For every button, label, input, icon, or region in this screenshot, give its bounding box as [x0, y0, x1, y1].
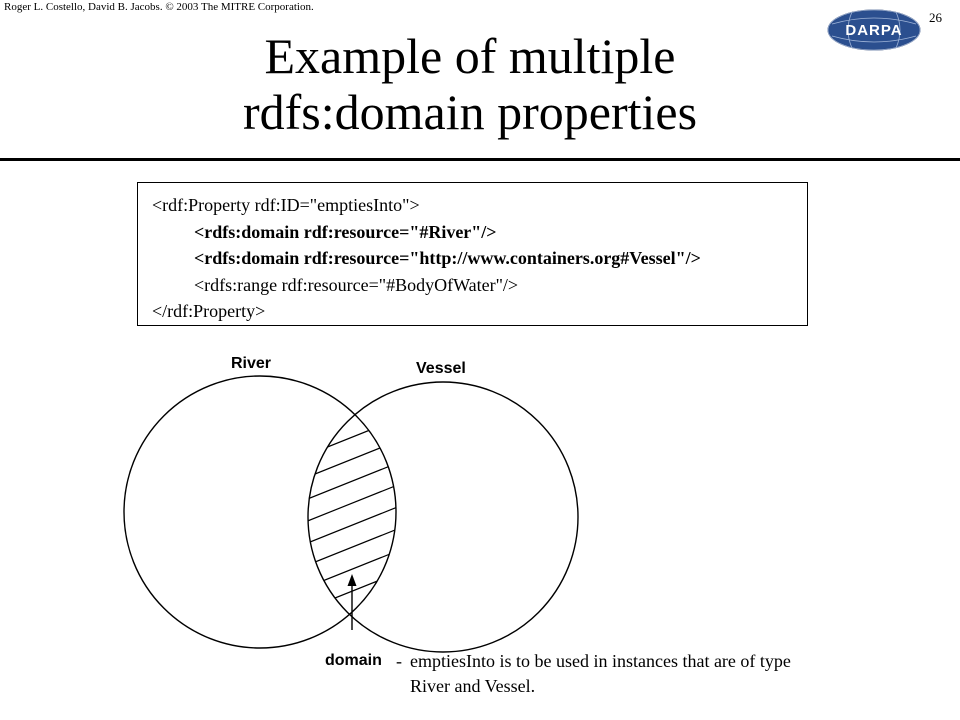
code-line-property-open: <rdf:Property rdf:ID="emptiesInto"> — [152, 195, 420, 215]
description-dash: - — [396, 651, 402, 671]
river-set-circle — [123, 375, 397, 649]
venn-diagram — [123, 375, 579, 653]
river-label: River — [231, 355, 272, 372]
code-line-domain-river: <rdfs:domain rdf:resource="#River"/> — [194, 221, 497, 242]
domain-label: domain — [325, 652, 382, 669]
description-line-1: emptiesInto is to be used in instances t… — [410, 651, 791, 671]
slide-title-line-1: Example of multiple — [264, 28, 676, 84]
code-line-range: <rdfs:range rdf:resource="#BodyOfWater"/… — [194, 274, 519, 295]
slide-number: 26 — [929, 10, 942, 25]
darpa-logo-text: DARPA — [845, 22, 902, 39]
copyright-notice: Roger L. Costello, David B. Jacobs. © 20… — [4, 1, 314, 13]
slide-title-line-2: rdfs:domain properties — [242, 84, 698, 140]
domain-pointer-arrow-head — [347, 574, 357, 586]
title-divider — [0, 158, 960, 161]
domain-description: -emptiesInto is to be used in instances … — [396, 649, 791, 699]
slide-title: Example of multiple rdfs:domain properti… — [0, 28, 940, 140]
code-line-property-close: </rdf:Property> — [152, 301, 266, 321]
darpa-logo: DARPA — [827, 9, 921, 51]
rdf-code-box: <rdf:Property rdf:ID="emptiesInto"> <rdf… — [137, 182, 808, 326]
description-line-2: River and Vessel. — [410, 676, 536, 696]
vessel-label: Vessel — [416, 360, 466, 377]
vessel-set-circle — [307, 381, 579, 653]
code-line-domain-vessel: <rdfs:domain rdf:resource="http://www.co… — [194, 248, 701, 268]
